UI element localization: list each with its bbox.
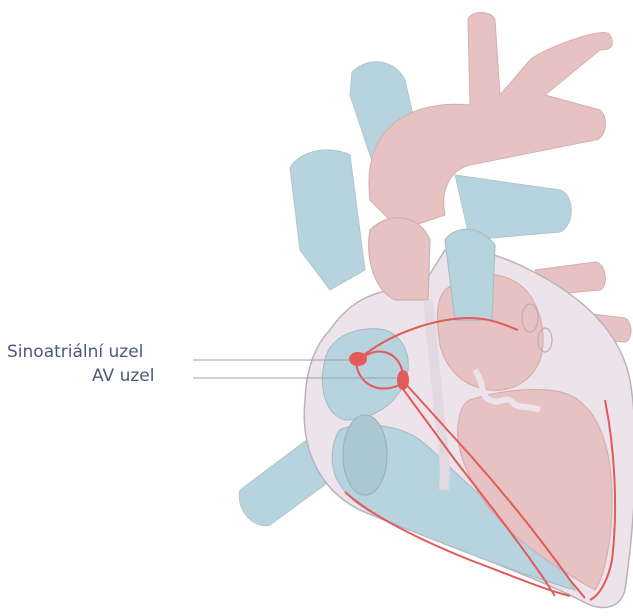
sa-node-label: Sinoatriální uzel: [7, 344, 143, 361]
av-node-label: AV uzel: [92, 368, 154, 385]
aortic-root: [369, 218, 430, 300]
tricuspid-valve: [343, 415, 387, 495]
superior-vena-cava: [290, 150, 365, 290]
av-node: [397, 370, 409, 390]
sa-node: [349, 352, 367, 366]
